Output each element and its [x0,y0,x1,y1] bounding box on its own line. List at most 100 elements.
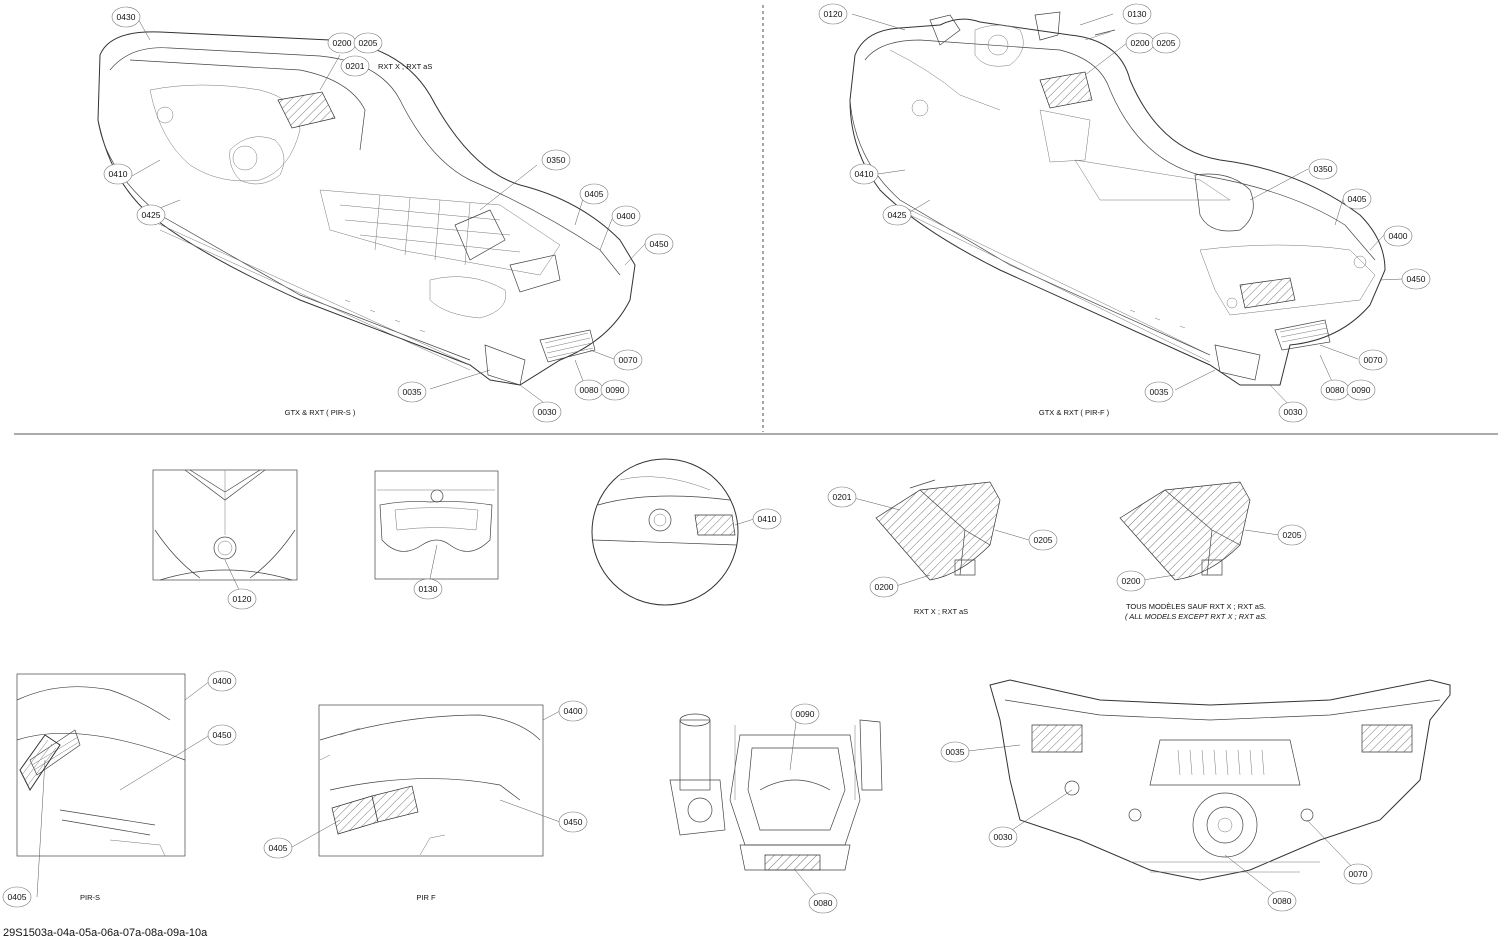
callout-label: 0080 [580,385,599,395]
callout: 0080 [1267,890,1297,912]
watercraft-view-pir-s [97,31,636,386]
callout: 0425 [136,204,166,226]
callout-label: 0205 [1283,530,1302,540]
callout: 0030 [988,826,1018,848]
callout-label: 0070 [619,355,638,365]
callout: 0400 [1383,225,1413,247]
callout-label: 0400 [1389,231,1408,241]
callout-label: 0130 [419,584,438,594]
callout-label: 0201 [346,61,365,71]
callout-label: 0035 [1150,387,1169,397]
callout-label: 0405 [8,892,27,902]
callout: 0450 [558,811,588,833]
callout: 0205 [1151,32,1181,54]
callout-label: 0030 [538,407,557,417]
caption-all-models-en: ( ALL MODELS EXCEPT RXT X ; RXT aS. [1125,612,1267,621]
callout-label: 0200 [875,582,894,592]
detail-view-all-models [1119,481,1251,581]
callout-label: 0090 [796,709,815,719]
caption-all-models-fr: TOUS MODÈLES SAUF RXT X ; RXT aS. [1126,602,1266,611]
callout-label: 0200 [1131,38,1150,48]
callout: 0201 [827,486,857,508]
callout: 0035 [1144,381,1174,403]
callout: 0070 [613,349,643,371]
callouts-top-left: 0430 0200 0205 0201 0350 0410 0425 0405 … [103,6,674,423]
callout: 0450 [1401,268,1431,290]
side-note-rxt: RXT X ; RXT aS [378,62,432,71]
callout: 0090 [1346,379,1376,401]
callout: 0080 [808,892,838,914]
callout-label: 0070 [1349,869,1368,879]
callout-label: 0200 [1122,576,1141,586]
callout: 0130 [1122,3,1152,25]
callout-label: 0405 [269,843,288,853]
callout-label: 0120 [233,594,252,604]
callout: 0030 [532,401,562,423]
callout-label: 0350 [1314,164,1333,174]
callout: 0035 [397,381,427,403]
callout-label: 0080 [1273,896,1292,906]
caption-pir-f-view: GTX & RXT ( PIR-F ) [1039,408,1110,417]
caption-pir-f-detail: PIR F [416,893,436,902]
detail-view-0410 [591,458,739,606]
callout: 0035 [940,741,970,763]
callout: 0205 [1028,529,1058,551]
callout-label: 0130 [1128,9,1147,19]
detail-view-0130 [374,470,499,580]
callout: 0400 [558,700,588,722]
detail-view-pump [669,713,883,871]
callout: 0410 [103,163,133,185]
callout-label: 0400 [564,706,583,716]
callout: 0120 [818,3,848,25]
callout-label: 0410 [855,169,874,179]
callout-label: 0205 [1157,38,1176,48]
watercraft-view-pir-f [849,11,1386,386]
callout-label: 0450 [564,817,583,827]
callout: 0205 [1277,524,1307,546]
callout-label: 0410 [758,514,777,524]
caption-pir-s-detail: PIR-S [80,893,100,902]
callout: 0350 [541,149,571,171]
callout: 0030 [1278,401,1308,423]
callout: 0200 [1125,32,1155,54]
callout-label: 0090 [606,385,625,395]
callout-label: 0090 [1352,385,1371,395]
callout: 0200 [327,32,357,54]
callout: 0410 [849,163,879,185]
callout: 0400 [611,205,641,227]
callouts-details: 0120 0130 0410 0201 0205 0200 0205 0200 … [2,486,1373,914]
callout-label: 0350 [547,155,566,165]
callout: 0405 [2,886,32,908]
callout: 0425 [882,204,912,226]
callout-label: 0030 [994,832,1013,842]
callout: 0205 [353,32,383,54]
caption-pir-s-view: GTX & RXT ( PIR-S ) [285,408,356,417]
callout: 0120 [227,588,257,610]
callout: 0200 [869,576,899,598]
detail-view-rear [989,679,1451,881]
callout: 0350 [1308,158,1338,180]
callout: 0450 [207,724,237,746]
callout-label: 0405 [1348,194,1367,204]
detail-view-0120 [152,469,298,581]
reference-code: 29S1503a-04a-05a-06a-07a-08a-09a-10a [3,927,208,939]
callout-label: 0410 [109,169,128,179]
callout: 0400 [207,670,237,692]
callout: 0090 [600,379,630,401]
callout-label: 0035 [403,387,422,397]
callout: 0410 [752,508,782,530]
callout: 0080 [1320,379,1350,401]
detail-view-rxt [875,479,1001,581]
callout: 0201 [340,55,370,77]
callout: 0405 [263,837,293,859]
callout-label: 0030 [1284,407,1303,417]
leader-lines [36,13,1403,904]
callout-label: 0450 [213,730,232,740]
caption-rxt-detail: RXT X ; RXT aS [914,607,968,616]
callout: 0405 [1342,188,1372,210]
callout-label: 0405 [585,189,604,199]
callout-label: 0205 [1034,535,1053,545]
callout-label: 0400 [617,211,636,221]
callout-label: 0205 [359,38,378,48]
